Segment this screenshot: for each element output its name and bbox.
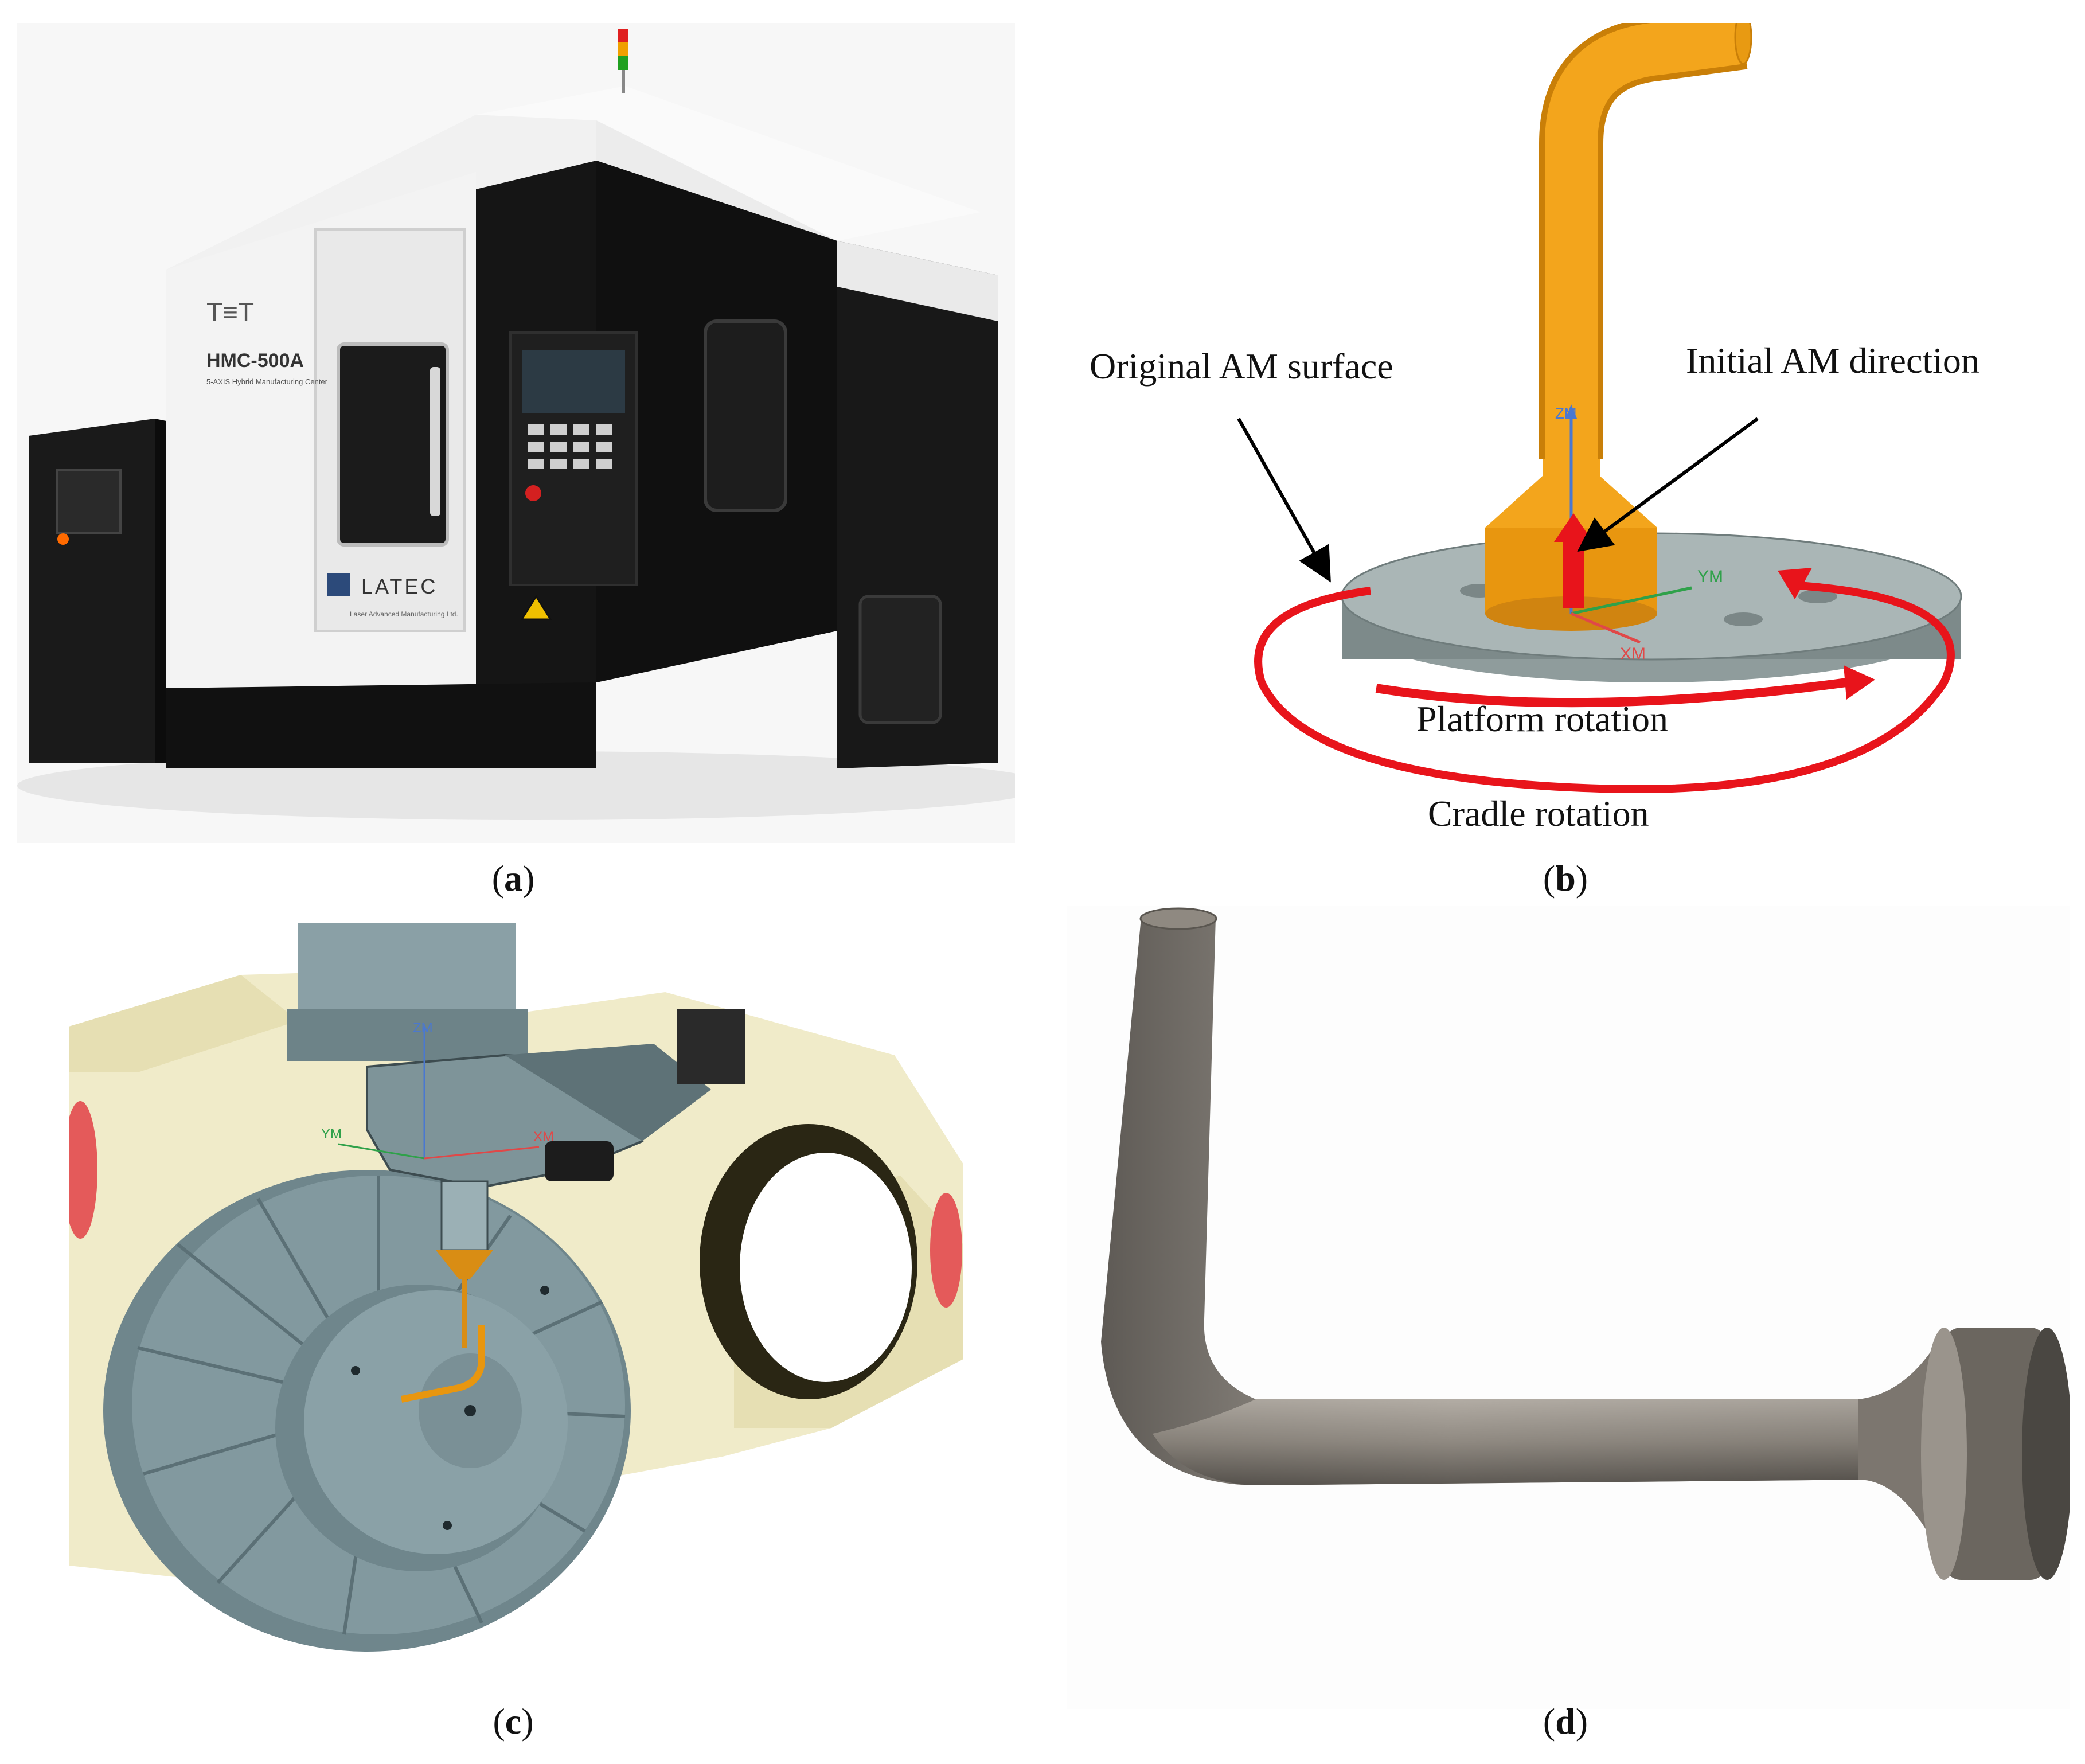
panel-c-cad-render: ZM YM XM <box>63 923 963 1663</box>
machine-subtitle-text: 5-AXIS Hybrid Manufacturing Center <box>206 377 328 386</box>
hybrid-machine-illustration: T≡T HMC-500A 5-AXIS Hybrid Manufacturing… <box>17 23 1049 843</box>
caption-c: (c) <box>493 1701 534 1742</box>
panel-b-diagram: ZM YM XM Original AM surface Initial AM … <box>1067 5 2076 849</box>
printed-part-illustration <box>1067 906 2072 1709</box>
axis-y-label: YM <box>1697 567 1723 586</box>
axis-x-label: XM <box>1620 645 1646 664</box>
platform-rotation-arrow <box>1375 678 1848 708</box>
latec-brand-text: LATEC <box>361 575 438 598</box>
label-platform-rotation: Platform rotation <box>1416 698 1668 739</box>
caption-d: (d) <box>1543 1701 1588 1742</box>
cad-axis-x-label: XM <box>533 1129 554 1145</box>
initial-direction-arrow <box>1563 539 1584 608</box>
machine-model-text: HMC-500A <box>206 350 304 372</box>
label-cradle-rotation: Cradle rotation <box>1428 793 1649 834</box>
direction-pointer-arrow <box>1577 417 1759 552</box>
label-initial-direction: Initial AM direction <box>1686 340 1979 381</box>
cad-axis-z-label: ZM <box>413 1020 433 1036</box>
latec-brand-subtitle: Laser Advanced Manufacturing Ltd. <box>350 610 458 618</box>
am-direction-diagram: ZM YM XM Original AM surface Initial AM … <box>1090 5 1979 834</box>
machine-logo-mark: T≡T <box>206 297 254 327</box>
cad-axis-y-label: YM <box>321 1126 342 1142</box>
label-original-surface: Original AM surface <box>1090 346 1393 387</box>
panel-d-part-photo <box>1067 906 2072 1709</box>
warning-sign-icon <box>520 595 552 620</box>
axis-z-label: ZM <box>1555 405 1577 422</box>
cradle-rotation-arrow <box>1254 581 1955 794</box>
latec-logo-icon <box>327 573 350 596</box>
caption-b: (b) <box>1543 858 1588 899</box>
cradle-cad-illustration: ZM YM XM <box>63 923 963 1663</box>
surface-pointer-arrow <box>1237 417 1331 583</box>
caption-a: (a) <box>491 858 535 899</box>
panel-a-machine-image: T≡T HMC-500A 5-AXIS Hybrid Manufacturing… <box>17 23 1049 843</box>
